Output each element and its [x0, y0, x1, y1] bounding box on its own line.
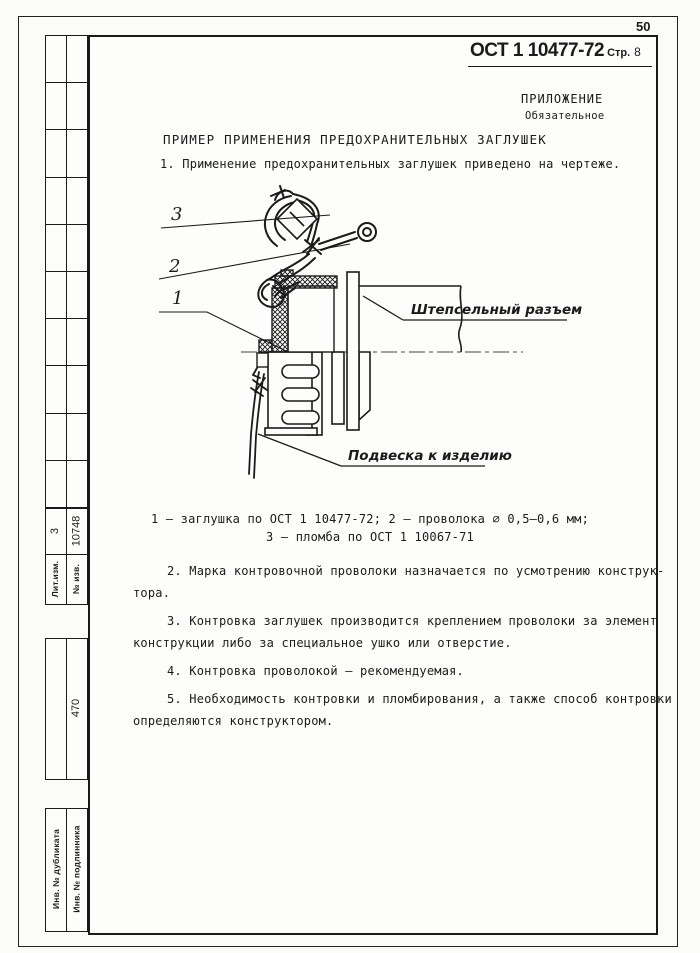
lit-izm-label: Лит.изм. — [50, 560, 61, 598]
appendix-title: ПРИЛОЖЕНИЕ — [521, 92, 604, 106]
izv-label: № изв. — [71, 563, 82, 595]
callout-3: 3 — [171, 204, 182, 225]
connector-body — [358, 285, 463, 353]
stamp-column-divider — [65, 36, 68, 604]
stamp-470: 470 — [70, 698, 83, 718]
technical-figure: 3 2 1 Штепсельный разъем Подвеска к изде… — [158, 185, 582, 479]
suspension-wire — [248, 367, 268, 479]
callout-2: 2 — [168, 256, 180, 277]
connector-label: Штепсельный разъем — [411, 302, 582, 318]
bayonet-section — [264, 351, 371, 436]
stamp-inventory-box: Инв. № дубликата Инв. № подлинника — [45, 808, 88, 932]
seal — [275, 197, 319, 241]
page-value: 8 — [634, 45, 641, 59]
stamp-column-divider — [65, 639, 68, 779]
stamp-column-divider — [65, 809, 68, 931]
connector-flange — [331, 271, 360, 431]
page-title: ПРИМЕР ПРИМЕНЕНИЯ ПРЕДОХРАНИТЕЛЬНЫХ ЗАГЛ… — [163, 132, 547, 147]
stamp-470-box: 470 — [45, 638, 88, 780]
connector-label-leader — [362, 295, 567, 321]
lit-izm-value: 3 — [49, 527, 62, 535]
suspension-label-leader — [257, 433, 485, 467]
callout-1: 1 — [172, 288, 183, 309]
protective-cap — [256, 269, 338, 368]
main-frame — [88, 35, 658, 935]
figure-caption: 1 – заглушка по ОСТ 1 10477-72; 2 – пров… — [150, 512, 590, 544]
body-paragraphs: 2. Марка контровочной проволоки назначае… — [133, 564, 672, 728]
intro-paragraph: 1. Применение предохранительных заглушек… — [160, 157, 621, 171]
doc-number: ОСТ 1 10477-72 — [470, 40, 605, 61]
inv-duplicate-label: Инв. № дубликата — [50, 829, 61, 909]
header-underline — [468, 66, 652, 67]
stamp-revision-table: 3 10748 Лит.изм. № изв. — [45, 35, 88, 605]
doc-header: ОСТ 1 10477-72 Стр. 8 — [470, 40, 641, 62]
sheet-page-number: 50 — [636, 19, 651, 34]
callout-leaders — [158, 214, 351, 353]
sheet-outer-border — [18, 16, 678, 947]
page-label: Стр. — [607, 47, 631, 59]
izv-value: 10748 — [70, 515, 83, 547]
appendix-subtitle: Обязательное — [525, 110, 605, 122]
suspension-label: Подвеска к изделию — [348, 448, 512, 464]
inv-original-label: Инв. № подлинника — [71, 825, 82, 913]
